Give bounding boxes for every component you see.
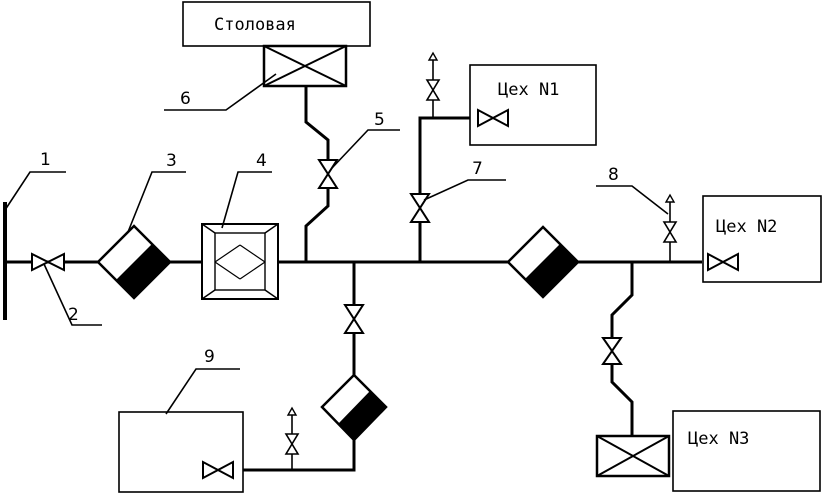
valve-shop1-inlet <box>477 108 509 128</box>
callout-3: 3 <box>166 151 177 171</box>
shop3-label: Цех N3 <box>688 429 749 449</box>
shop3-branch-pipe <box>610 262 634 436</box>
callout-leaders <box>4 73 669 415</box>
meter-lower <box>320 373 388 442</box>
meter-3 <box>96 224 172 300</box>
valve-shop3-branch <box>601 337 623 365</box>
building9-box <box>118 411 244 493</box>
callout-8: 8 <box>608 165 619 185</box>
valve-7 <box>409 193 431 223</box>
air-vent-8 <box>662 193 678 262</box>
lower-branch-pipe <box>230 262 356 472</box>
shop2-box <box>702 195 822 283</box>
shop3-box <box>672 410 821 492</box>
valve-shop2-inlet <box>707 252 739 272</box>
valve-building9-inlet <box>202 460 234 480</box>
canteen-box <box>182 1 371 47</box>
shop1-branch-pipe-upper <box>418 116 480 198</box>
valve-2 <box>31 252 65 272</box>
callout-9: 9 <box>204 347 215 367</box>
device-4 <box>201 223 279 300</box>
callout-7: 7 <box>472 159 483 179</box>
shop3-heater <box>595 434 671 478</box>
valve-lower-branch <box>343 304 365 334</box>
meter-main <box>506 225 580 299</box>
shop1-label: Цех N1 <box>498 80 559 100</box>
canteen-heater <box>262 44 348 88</box>
callout-5: 5 <box>374 110 385 130</box>
shop1-box <box>469 64 597 146</box>
valve-5 <box>317 159 339 189</box>
canteen-branch-pipe <box>304 86 330 262</box>
callout-2: 2 <box>68 305 79 325</box>
shop2-label: Цех N2 <box>716 217 777 237</box>
callout-4: 4 <box>256 151 267 171</box>
air-vent-shop1 <box>425 51 441 118</box>
air-vent-lower <box>284 406 300 470</box>
callout-6: 6 <box>180 89 191 109</box>
canteen-label: Столовая <box>214 15 296 35</box>
callout-1: 1 <box>40 150 51 170</box>
